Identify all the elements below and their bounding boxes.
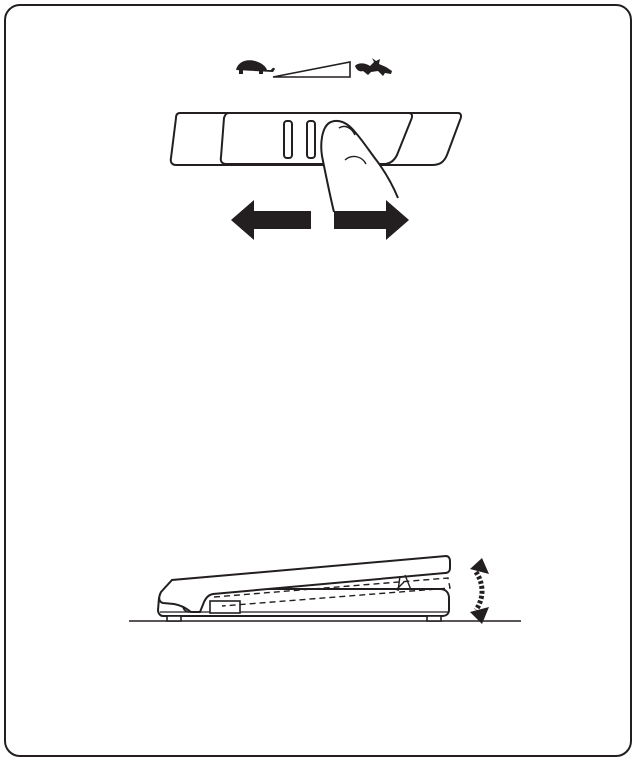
right-arrow-icon [334, 200, 409, 240]
speed-slider[interactable] [169, 112, 463, 213]
slider-knob[interactable] [219, 112, 414, 165]
left-arrow-icon [231, 200, 311, 240]
speed-indicator [236, 58, 392, 78]
slider-grip-left [283, 120, 293, 159]
up-down-curved-arrow-icon [470, 558, 489, 624]
finger-icon [320, 119, 399, 213]
pedal-label-plate [209, 600, 241, 614]
direction-arrows [231, 200, 409, 240]
foot-pedal[interactable] [158, 554, 451, 613]
pedal-spring [395, 574, 412, 592]
speed-ramp-wedge [272, 61, 351, 78]
foot-controller [129, 554, 521, 624]
slider-grip-right [306, 120, 316, 159]
rabbit-icon [355, 58, 392, 76]
tortoise-icon [236, 60, 275, 74]
figure-frame [4, 4, 632, 757]
